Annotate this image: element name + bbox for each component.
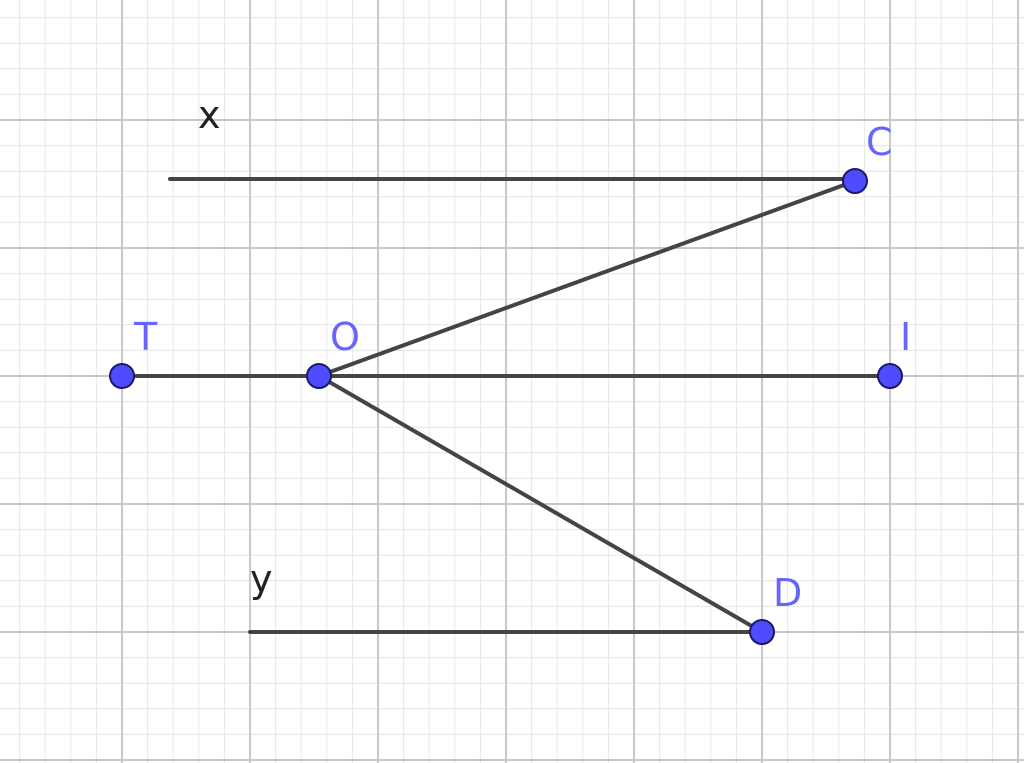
label-i: I [900,315,911,359]
label-d: D [773,571,802,615]
segment-oc [317,179,857,378]
label-y: y [250,557,273,601]
segment-od [317,374,764,634]
label-t: T [133,315,158,359]
labels: T O I C D x y [133,93,911,615]
point-t[interactable] [109,363,135,389]
points [109,168,903,645]
point-o[interactable] [306,363,332,389]
point-i[interactable] [877,363,903,389]
label-o: O [330,315,360,359]
point-d[interactable] [749,619,775,645]
point-c[interactable] [842,168,868,194]
segments [120,177,892,634]
label-c: C [866,120,893,164]
label-x: x [198,93,221,137]
